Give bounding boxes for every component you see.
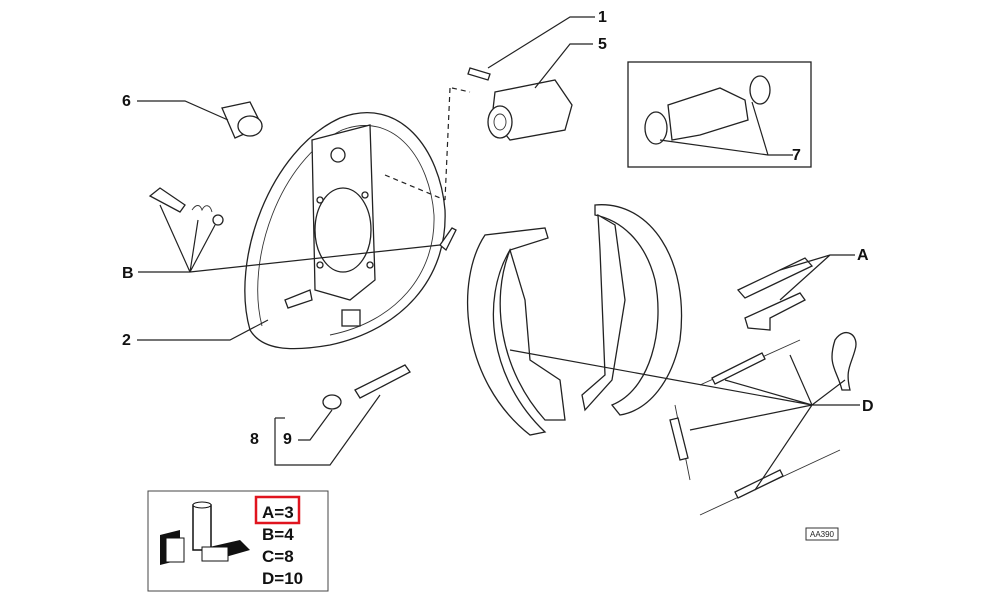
part-8-9-pins — [322, 364, 411, 410]
callout-D: D — [862, 398, 874, 415]
reference-code: AA390 — [810, 530, 835, 539]
fiat-product-icon — [160, 501, 250, 565]
part-6-bushing — [221, 101, 263, 139]
legend-item-D: D=10 — [262, 569, 303, 588]
callout-9: 9 — [283, 431, 292, 448]
brake-shoe-right — [581, 204, 683, 416]
part-7-inset-box — [627, 61, 812, 168]
legend-highlight — [254, 495, 301, 525]
callout-6: 6 — [122, 93, 131, 110]
callout-1: 1 — [598, 9, 607, 26]
part-1-bleed-screw — [467, 67, 491, 81]
part-B-bolt-set — [148, 187, 457, 252]
callout-8: 8 — [250, 431, 259, 448]
torque-legend: A=3 B=4 C=8 D=10 — [147, 490, 329, 592]
part-A-adjusters — [736, 257, 814, 331]
part-D-springs — [669, 331, 857, 516]
leader-lines — [137, 16, 860, 491]
callout-5: 5 — [598, 36, 607, 53]
legend-item-C: C=8 — [262, 547, 294, 566]
callout-2: 2 — [122, 332, 131, 349]
part-5-wheel-cylinder — [487, 79, 573, 141]
legend-item-B: B=4 — [262, 525, 294, 544]
callout-7: 7 — [792, 147, 801, 164]
legend-item-A: A=3 — [262, 503, 294, 522]
callout-B: B — [122, 265, 134, 282]
callout-A: A — [857, 247, 869, 264]
brake-shoe-left — [466, 227, 566, 436]
backing-plate — [244, 112, 446, 350]
reference-code-box: AA390 — [805, 527, 839, 541]
